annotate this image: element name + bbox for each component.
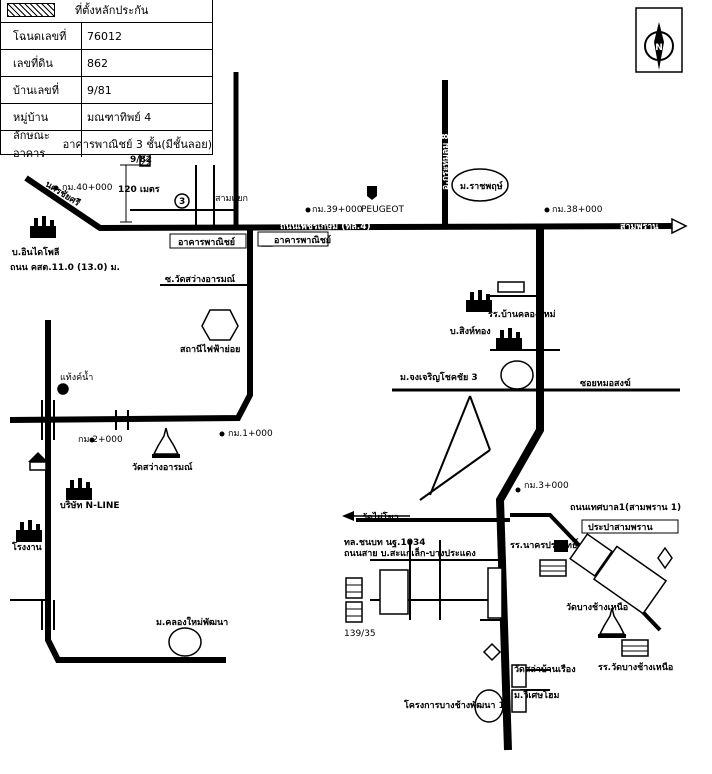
- label-factory-singthong: บ.สิงห์ทอง: [450, 325, 491, 337]
- peugeot-icon: [367, 186, 377, 200]
- label-intersection-road: สามแยก: [215, 194, 248, 204]
- property-row: โฉนดเลขที่76012: [1, 22, 212, 49]
- label-soi-wat-sawang: ซ.วัดสว่างอารมณ์: [165, 273, 236, 285]
- school-icon: [539, 559, 567, 577]
- label-road-bang-pradaeng: ถนนสาย บ.สะแกเล็ก-บางประแดง: [344, 546, 476, 559]
- factory-icon: [66, 478, 92, 500]
- arrow-sam-phran: [671, 217, 688, 235]
- building-icon: [345, 601, 363, 623]
- label-km40: กม.40+000: [62, 183, 113, 193]
- label-shophouse-1: อาคารพาณิชย์: [178, 236, 235, 248]
- ellipse-project: [474, 689, 504, 723]
- arrow-wat-phai: [342, 511, 354, 521]
- label-soi-8: อ.กระทุ่มลม 8: [440, 133, 451, 190]
- substation-hexagon: [201, 309, 239, 341]
- label-shophouse-2: อาคารพาณิชย์: [274, 234, 331, 246]
- label-well: แท้งค์น้ำ: [60, 370, 93, 383]
- label-road-ktt: ถนน คสต.11.0 (13.0) ม.: [10, 263, 120, 273]
- label-village-wiset: ม.วิเศษโฮม: [514, 689, 559, 701]
- label-km3: กม.3+000: [524, 481, 569, 491]
- road-left-vertical[interactable]: [45, 320, 226, 663]
- ellipse-ratchapruk: [451, 168, 509, 202]
- km-markers: [53, 185, 550, 493]
- label-wat-sawang: วัดสว่างอารมณ์: [132, 461, 193, 473]
- label-project: โครงการบางช้างพัฒนา 1: [403, 699, 505, 711]
- label-km2: กม.2+000: [78, 435, 123, 445]
- label-village-khlong-mai: ม.คลองใหม่พัฒนา: [156, 616, 228, 628]
- label-soi-nong-song: ซอยหมอสงฆ์: [580, 377, 631, 389]
- label-school-ban-khlong-mai: รร.บ้านคลองใหม่: [488, 308, 556, 320]
- ellipse-jongjaroen: [500, 360, 534, 390]
- building-blocks: [139, 149, 668, 713]
- ellipse-khlong-mai: [168, 627, 202, 657]
- legend-label: ที่ตั้งหลักประกัน: [75, 4, 149, 17]
- minor-roads: [10, 165, 560, 691]
- hatch-swatch-icon: [7, 3, 55, 17]
- label-school-nakhon: รร.นาครประสิทธิ์: [510, 538, 579, 551]
- intersection-circle: [174, 193, 190, 209]
- label-school-wat-bang-chang: รร.วัดบางช้างเหนือ: [598, 661, 673, 673]
- label-wat-phra-ngam: วัดไผ่โขว: [362, 511, 399, 523]
- map-labels: 9/82 120 เมตร กม.40+000 กม.39+000 กม.38+…: [10, 133, 681, 711]
- label-factory-inthai: บ.อินไดโพลี: [12, 246, 59, 258]
- crossings: [41, 400, 129, 630]
- label-road-thetsaban: ถนนเทศบาล1(สามพราน 1): [570, 503, 681, 513]
- label-highway-1034: ทล.ชนบท นฐ.1034: [344, 538, 426, 548]
- factory-icon: [30, 216, 56, 238]
- label-phetkasem: ถนนเพชรเกษม (ทล.4): [280, 222, 371, 232]
- legend-row: ที่ตั้งหลักประกัน: [7, 2, 148, 18]
- label-factory-n-line: บริษัท N-LINE: [60, 500, 120, 511]
- label-km39: กม.39+000: [312, 205, 363, 215]
- temple-icon: [152, 427, 180, 458]
- distance-bracket: [120, 164, 150, 223]
- label-wat-salak: วัดสล่าบ้านเรือง: [514, 663, 576, 675]
- factory-icon: [496, 328, 522, 350]
- well-marker: [57, 383, 69, 395]
- house-icon: [28, 452, 48, 471]
- flag-icon: [497, 281, 525, 293]
- label-house-no: 9/82: [130, 155, 152, 165]
- road-phetkasem[interactable]: [24, 175, 681, 232]
- property-row: ลักษณะอาคารอาคารพาณิชย์ 3 ชั้น(มีชั้นลอย…: [1, 129, 212, 160]
- label-wat-bang-chang: วัดบางช้างเหนือ: [566, 601, 628, 613]
- label-distance: 120 เมตร: [118, 185, 160, 195]
- label-substation: สถานีไฟฟ้าย่อย: [180, 343, 240, 355]
- school-icon: [621, 639, 649, 657]
- label-km38: กม.38+000: [552, 205, 603, 215]
- label-sam-phran: สามพราน: [620, 222, 659, 232]
- road-main-south[interactable]: [495, 226, 544, 751]
- factory-icon: [16, 520, 42, 542]
- label-ratchamani: ม.ราชพฤษ์: [460, 180, 503, 192]
- road-wat-sawang[interactable]: [9, 228, 253, 423]
- road-network: [9, 72, 688, 751]
- label-peugeot: PEUGEOT: [361, 205, 404, 215]
- property-row: บ้านเลขที่9/81: [1, 76, 212, 103]
- temple-icon: [598, 607, 626, 638]
- label-house-139: 139/35: [344, 629, 376, 639]
- diamond-1034: [482, 642, 502, 662]
- label-village-jongjaroen: ม.จงเจริญโชคชัย 3: [400, 371, 478, 383]
- prapa-diamond: [657, 546, 673, 570]
- label-km1: กม.1+000: [228, 429, 273, 439]
- landmarks: [57, 168, 673, 723]
- factory-icon: [466, 290, 492, 312]
- label-prapa: ประปาสามพราน: [588, 522, 653, 533]
- school-icon: [554, 540, 568, 552]
- compass-north-label: N: [655, 43, 663, 53]
- label-factory-rongngan: โรงงาน: [11, 541, 43, 553]
- label-intersection-3: 3: [179, 197, 185, 207]
- compass-icon: N: [635, 7, 683, 73]
- property-row: หมู่บ้านมณฑาทิพย์ 4: [1, 103, 212, 130]
- building-icon: [345, 577, 363, 599]
- property-info-box: ที่ตั้งหลักประกัน โฉนดเลขที่76012 เลขที่…: [0, 0, 213, 160]
